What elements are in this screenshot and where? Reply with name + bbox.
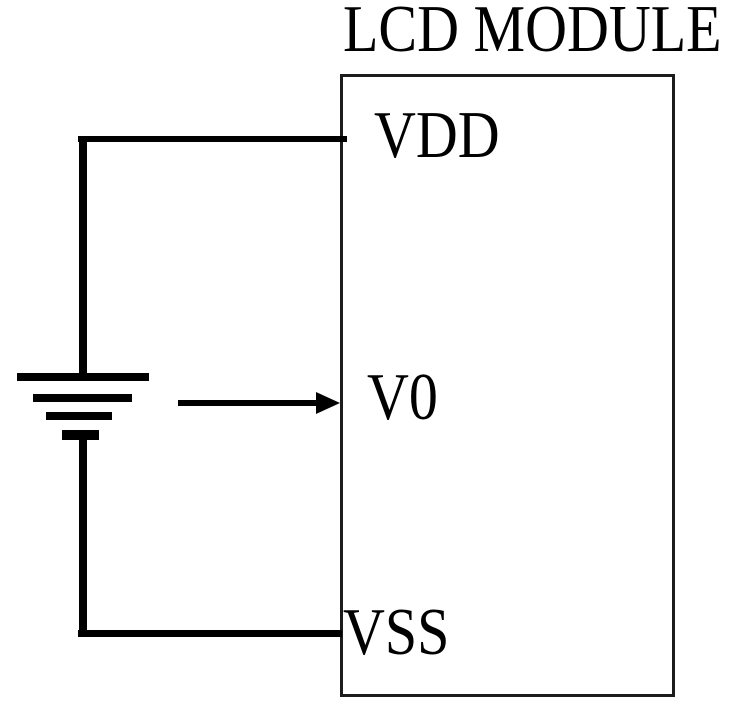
diagram-title: LCD MODULE xyxy=(343,0,722,67)
battery-plate-1 xyxy=(17,373,149,381)
battery-plate-3 xyxy=(46,412,112,420)
pin-label-vdd: VDD xyxy=(374,97,500,173)
right-arrow-icon xyxy=(316,392,340,414)
v0-arrow-shaft xyxy=(178,400,320,406)
vss-wire-horizontal xyxy=(78,630,342,637)
vdd-wire-horizontal xyxy=(78,136,347,142)
vdd-wire-vertical xyxy=(79,136,87,379)
vss-wire-vertical xyxy=(79,438,87,637)
pin-label-vss: VSS xyxy=(343,594,450,670)
pin-label-v0: V0 xyxy=(367,359,438,435)
battery-plate-2 xyxy=(33,394,132,402)
lcd-module-box xyxy=(340,74,675,697)
battery-plate-4 xyxy=(62,430,99,440)
